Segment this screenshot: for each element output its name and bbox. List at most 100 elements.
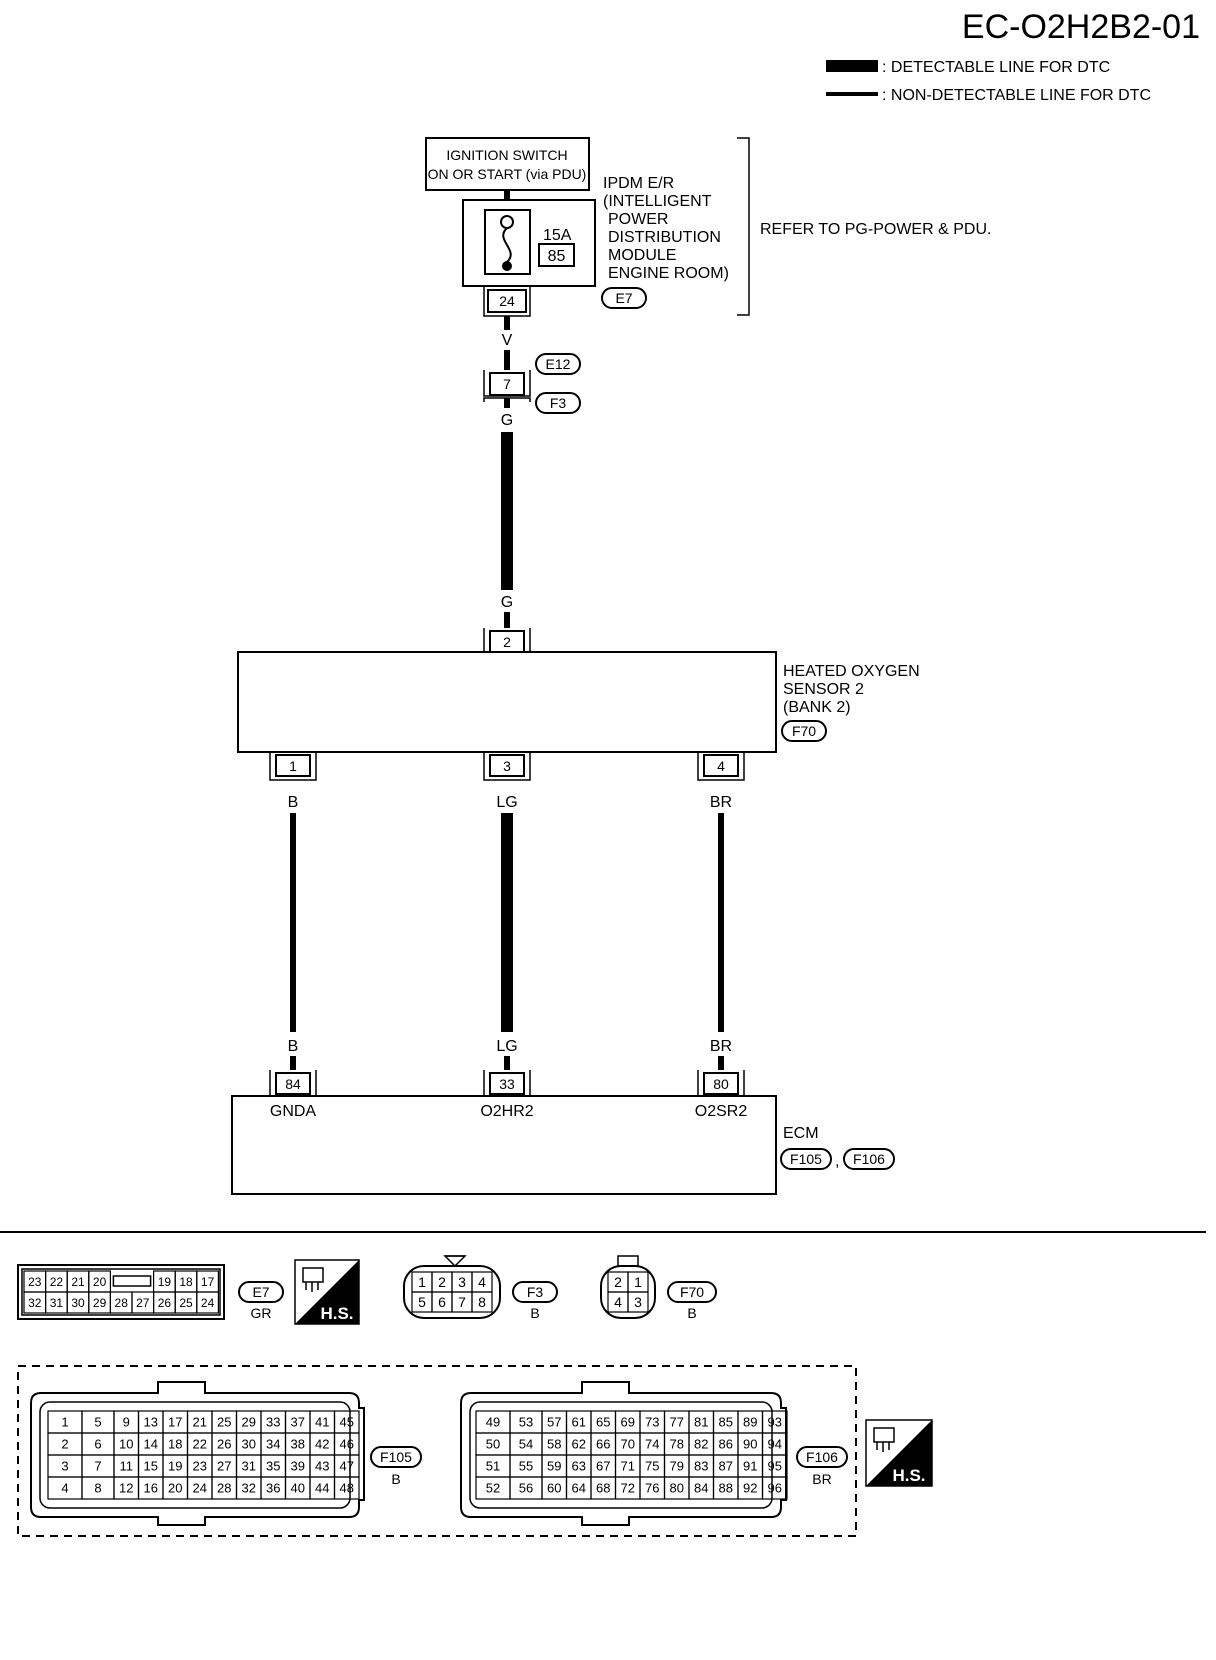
f70-pin-1-label: 1 — [634, 1274, 642, 1290]
f106-pin-52: 52 — [475, 1476, 511, 1500]
e7-pin-30-label: 30 — [71, 1296, 85, 1310]
joint-pin-box — [489, 372, 525, 396]
f105-pin-36-label: 36 — [266, 1481, 280, 1496]
f105-pin-7: 7 — [81, 1454, 115, 1478]
f106-pin-56: 56 — [509, 1476, 543, 1500]
f106-pin-68-label: 68 — [596, 1481, 610, 1496]
f106-pin-58: 58 — [541, 1432, 568, 1456]
f105-pin-26: 26 — [211, 1432, 238, 1456]
e7-pin-23: 23 — [23, 1270, 47, 1293]
hs-icon-2-glyph — [873, 1427, 895, 1443]
ecm-label-text: ECM — [783, 1125, 819, 1142]
f105-pin-27-label: 27 — [217, 1459, 231, 1474]
non-detectable-line-sample — [826, 92, 878, 96]
f105-pin-40-label: 40 — [291, 1481, 305, 1496]
f70-pin-4-label: 4 — [614, 1294, 622, 1310]
wire-g-top-label: G — [501, 412, 513, 429]
f105-pin-3-label: 3 — [61, 1459, 68, 1474]
f105-pin-35: 35 — [260, 1454, 287, 1478]
f105-pin-21: 21 — [186, 1410, 213, 1434]
f105-pin-9-label: 9 — [123, 1415, 130, 1430]
ecm-pin-80: 80 — [697, 1070, 745, 1097]
f106-pin-76: 76 — [639, 1476, 666, 1500]
f105-pin-23: 23 — [186, 1454, 213, 1478]
f106-pin-82-label: 82 — [694, 1437, 708, 1452]
f105-pin-8-label: 8 — [94, 1481, 101, 1496]
f105-pin-4-label: 4 — [61, 1481, 68, 1496]
wire-b-bottom-label: B — [288, 1038, 299, 1055]
ignition-switch: IGNITION SWITCH ON OR START (via PDU) — [425, 137, 590, 191]
f105-pin-13-label: 13 — [144, 1415, 158, 1430]
f105-outline — [30, 1381, 365, 1526]
e7-pin-31-label: 31 — [50, 1296, 64, 1310]
f106-pin-62: 62 — [565, 1432, 592, 1456]
joint-connector-badge-bottom — [535, 392, 581, 414]
f105-pin-10-label: 10 — [119, 1437, 133, 1452]
sensor-pin-1-number: 1 — [289, 758, 297, 774]
joint-connector-top-label: E12 — [546, 356, 571, 372]
wire-g-bottom-label: G — [501, 594, 513, 611]
hs-icon-2-text: H.S. — [892, 1466, 925, 1485]
ecm-signal-o2sr2: O2SR2 — [695, 1103, 748, 1120]
f105-pin-41: 41 — [309, 1410, 336, 1434]
f105-pin-43-label: 43 — [315, 1459, 329, 1474]
f106-pin-54-label: 54 — [519, 1437, 533, 1452]
e7-pin-19-label: 19 — [158, 1275, 172, 1289]
f106-pin-59-label: 59 — [547, 1459, 561, 1474]
hs-icon-2-triangle — [866, 1420, 932, 1486]
f105-pin-25: 25 — [211, 1410, 238, 1434]
f105-pin-39: 39 — [284, 1454, 311, 1478]
f106-pin-88-label: 88 — [719, 1481, 733, 1496]
f106-pin-57-label: 57 — [547, 1415, 561, 1430]
f106-pin-66-label: 66 — [596, 1437, 610, 1452]
f105-pin-14: 14 — [137, 1432, 164, 1456]
f3-outline — [403, 1265, 501, 1319]
f105-color: B — [391, 1471, 400, 1487]
f105-pin-46: 46 — [333, 1432, 360, 1456]
sensor-label: HEATED OXYGEN SENSOR 2 (BANK 2) F70 — [781, 663, 920, 742]
ipdm-label-line-2: (INTELLIGENT — [603, 193, 712, 210]
wire-v-label: V — [502, 332, 513, 349]
f105-pin-37-label: 37 — [291, 1415, 305, 1430]
wire-br-top-label: BR — [710, 794, 732, 811]
f105-pin-47: 47 — [333, 1454, 360, 1478]
f105-pin-34: 34 — [260, 1432, 287, 1456]
f105-pin-19: 19 — [162, 1454, 189, 1478]
f105-pin-6-label: 6 — [94, 1437, 101, 1452]
f106-pin-65-label: 65 — [596, 1415, 610, 1430]
f106-pin-53-label: 53 — [519, 1415, 533, 1430]
e7-pin-17-label: 17 — [201, 1275, 215, 1289]
f106-pin-80-label: 80 — [670, 1481, 684, 1496]
f70-pin-1: 1 — [627, 1271, 649, 1293]
f106-pin-77-label: 77 — [670, 1415, 684, 1430]
f105-pin-1-label: 1 — [61, 1415, 68, 1430]
f105-pin-38-label: 38 — [291, 1437, 305, 1452]
f106-pin-90: 90 — [737, 1432, 764, 1456]
f3-pin-2: 2 — [431, 1271, 453, 1293]
sensor-pin-3: 3 — [483, 752, 531, 781]
e7-pin-18: 18 — [174, 1270, 198, 1293]
f106-pin-95-label: 95 — [768, 1459, 782, 1474]
f106-pin-53: 53 — [509, 1410, 543, 1434]
f106-pin-85: 85 — [712, 1410, 739, 1434]
f105-pin-33: 33 — [260, 1410, 287, 1434]
f106-pin-69-label: 69 — [621, 1415, 635, 1430]
ipdm-label-line-6: ENGINE ROOM) — [608, 265, 729, 282]
f106-pin-90-label: 90 — [743, 1437, 757, 1452]
f106-pin-61: 61 — [565, 1410, 592, 1434]
f105-pin-44: 44 — [309, 1476, 336, 1500]
ipdm-connector-badge — [601, 287, 647, 309]
f3-pin-3-label: 3 — [458, 1274, 466, 1290]
f70-name: F70 — [680, 1284, 704, 1300]
f106-name: F106 — [806, 1449, 838, 1465]
f105-pin-21-label: 21 — [193, 1415, 207, 1430]
f105-pin-42-label: 42 — [315, 1437, 329, 1452]
f3-pin-4-label: 4 — [478, 1274, 486, 1290]
hs-icon-1-text: H.S. — [320, 1304, 353, 1323]
e7-outline — [17, 1264, 225, 1320]
f105-pin-12: 12 — [113, 1476, 140, 1500]
f3-pin-5-label: 5 — [418, 1294, 426, 1310]
